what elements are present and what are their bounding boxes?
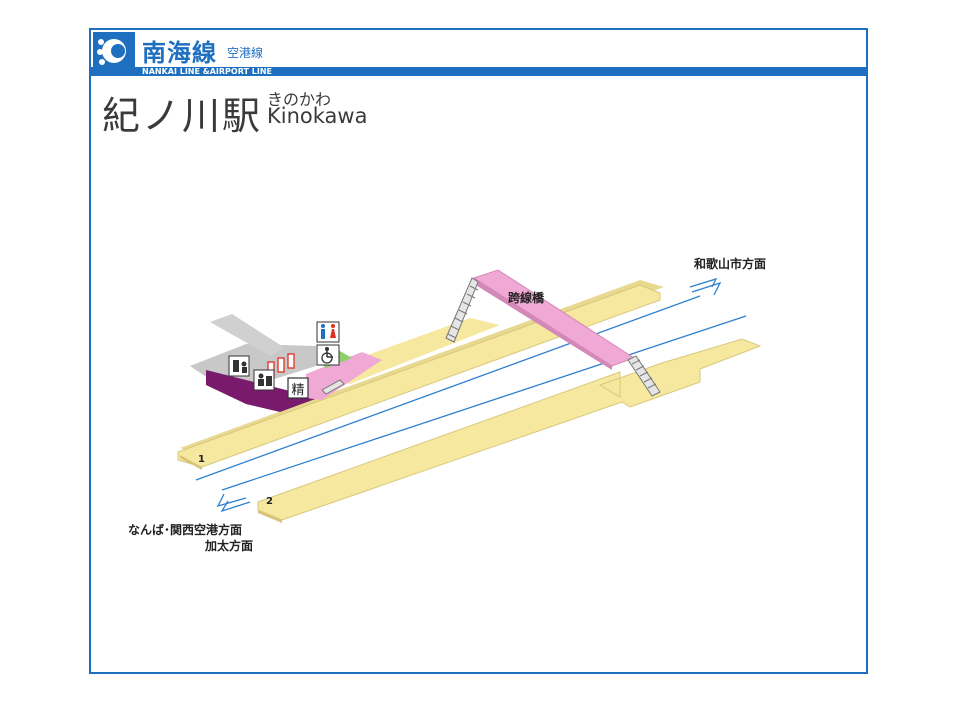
wheelchair-icon — [316, 344, 340, 366]
toilet-icon — [316, 321, 340, 343]
platform-2 — [257, 338, 762, 523]
footbridge-label: 跨線橋 — [508, 291, 545, 305]
platform-2-label: 2 — [266, 496, 273, 507]
stairs-icon — [445, 277, 479, 343]
platform-1-label: 1 — [198, 454, 205, 465]
direction-down-label-2: 加太方面 — [205, 539, 254, 553]
ticket-machine-icon — [228, 355, 250, 377]
station-name: 紀ノ川駅 — [102, 94, 263, 138]
track-2 — [221, 315, 747, 491]
ticket-office-icon — [253, 369, 275, 391]
header-band — [91, 67, 866, 76]
stairs-icon — [321, 379, 345, 395]
fare-adjustment-icon — [287, 377, 309, 399]
plaza-path — [210, 314, 285, 356]
nankai-logo-icon — [93, 32, 135, 72]
concourse — [206, 370, 318, 412]
track-1 — [195, 295, 701, 481]
brand-sub-line: 空港線 — [227, 46, 264, 60]
ticket-gate-icon — [267, 353, 295, 377]
stairs-icon — [627, 355, 661, 397]
arrow-up-icon — [689, 277, 722, 296]
station-name-english: Kinokawa — [267, 104, 368, 128]
station-name-kana: きのかわ — [267, 90, 332, 109]
arrow-down-icon — [216, 493, 251, 513]
brand-english: NANKAI LINE &AIRPORT LINE — [142, 67, 272, 76]
line-header: 南海線 空港線 NANKAI LINE &AIRPORT LINE — [91, 30, 866, 76]
direction-up-label: 和歌山市方面 — [694, 257, 767, 271]
direction-down-label-1: なんば･関西空港方面 — [128, 523, 243, 537]
brand-name: 南海線 — [142, 39, 217, 67]
station-map-frame: 南海線 空港線 NANKAI LINE &AIRPORT LINE 紀ノ川駅 き… — [89, 28, 868, 674]
fare-adjust-label: 精 — [291, 383, 304, 398]
footbridge-side — [474, 278, 612, 370]
